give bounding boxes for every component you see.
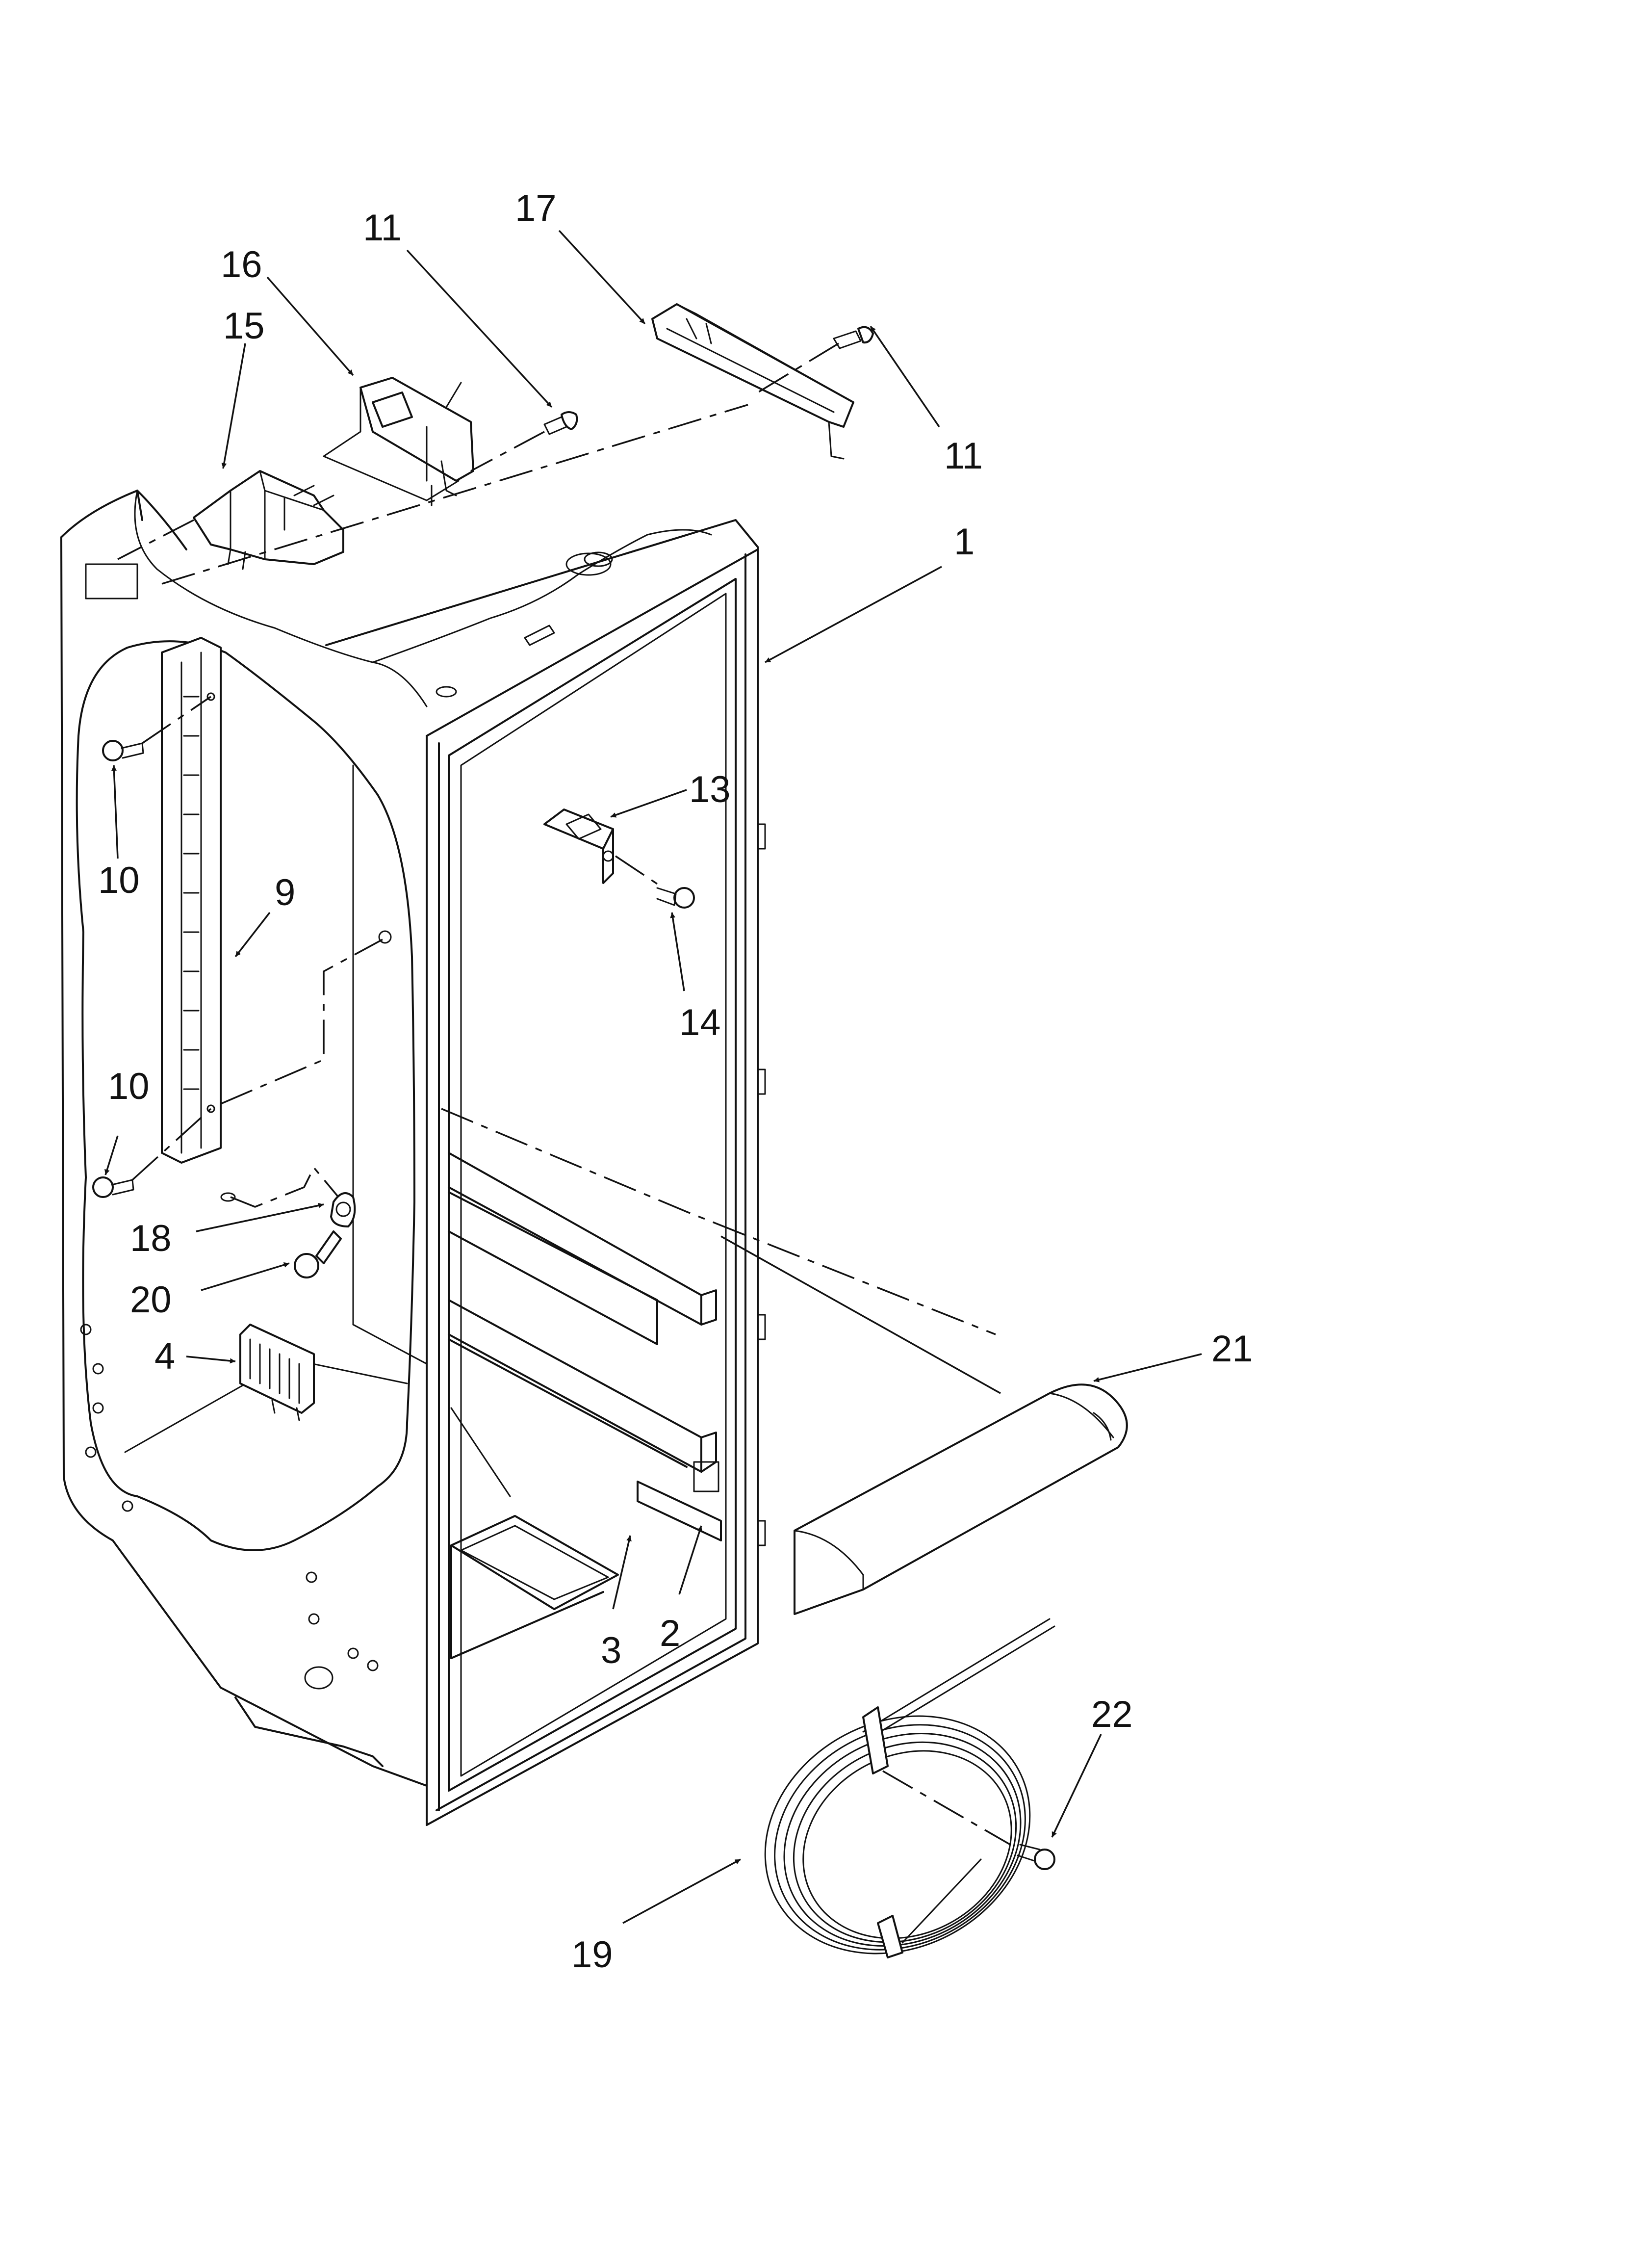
callout-14: 14	[679, 1002, 721, 1043]
callout-13: 13	[689, 769, 731, 810]
callout-16: 16	[221, 244, 262, 286]
callout-9: 9	[275, 872, 295, 913]
water-tube-part-19	[764, 1618, 1055, 1958]
callout-11-right: 11	[944, 435, 983, 477]
callout-19: 19	[571, 1934, 613, 1976]
callout-4: 4	[154, 1335, 175, 1377]
callout-1: 1	[954, 521, 975, 563]
callout-10-upper: 10	[98, 860, 140, 901]
bracket-part-13	[543, 808, 614, 884]
callout-22: 22	[1091, 1694, 1133, 1735]
callout-18: 18	[130, 1218, 172, 1259]
crisper-cover-part-21	[794, 1383, 1128, 1615]
callout-10-lower: 10	[108, 1066, 150, 1107]
vertical-rail-part-9	[161, 637, 222, 1164]
callout-11-top: 11	[363, 207, 402, 249]
screw-part-11-right	[833, 326, 874, 349]
vent-grille-part-4	[239, 1324, 315, 1421]
screw-part-14	[615, 855, 695, 909]
screw-part-11-left	[470, 411, 578, 472]
control-bracket-part-16	[323, 377, 474, 506]
callout-20: 20	[130, 1279, 172, 1321]
callout-15: 15	[223, 305, 265, 347]
screw-part-22	[882, 1770, 1055, 1870]
callout-17: 17	[515, 187, 557, 229]
screw-part-10-upper	[102, 740, 144, 761]
control-housing-part-15	[193, 470, 344, 570]
screw-part-10-lower	[92, 1176, 134, 1198]
bracket-part-17	[651, 303, 854, 460]
callout-labels: 17 11 16 15 11 1 13 10 9 14 10 18 20 4 2…	[98, 187, 1253, 1976]
callout-3: 3	[601, 1630, 621, 1671]
light-socket-part-18	[220, 1166, 356, 1227]
leader-lines	[104, 230, 1202, 1924]
callout-21: 21	[1211, 1328, 1253, 1370]
callout-2: 2	[660, 1613, 680, 1654]
light-bulb-part-20	[294, 1230, 342, 1278]
